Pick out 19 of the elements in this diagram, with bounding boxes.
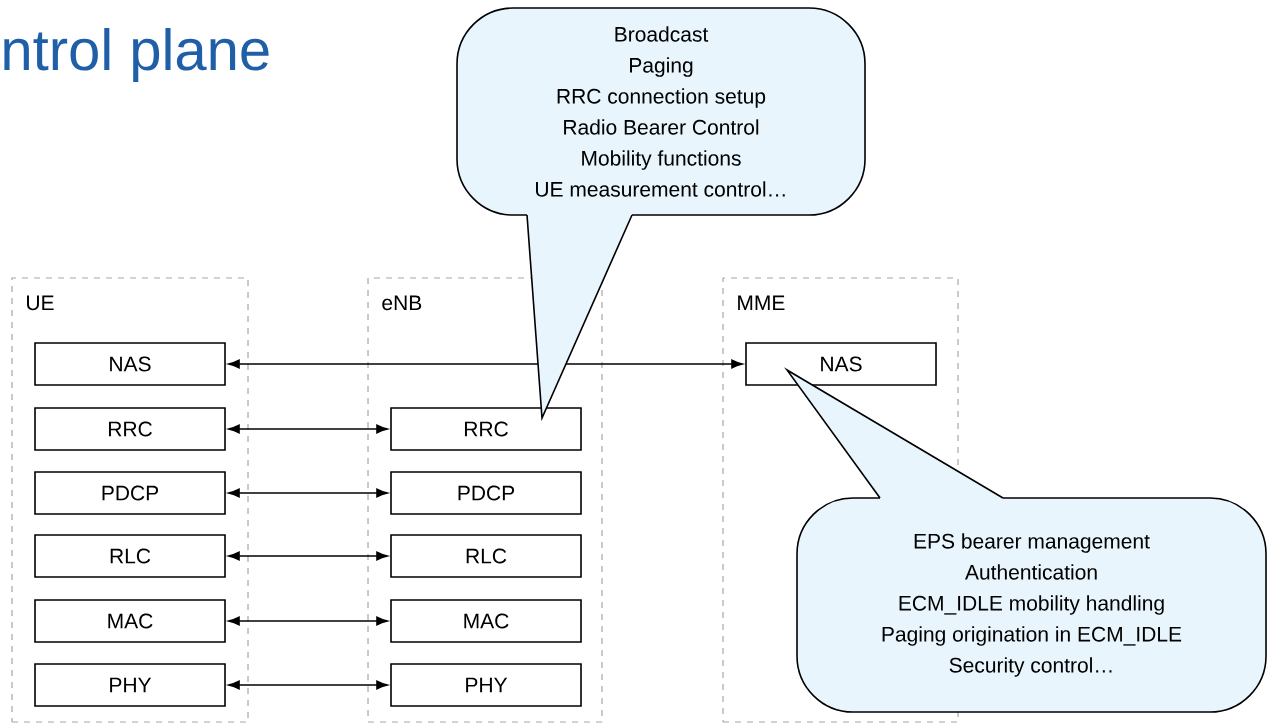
arrow	[228, 616, 388, 626]
arrow	[228, 488, 388, 498]
layer-box: RRC	[34, 407, 226, 451]
arrow	[228, 551, 388, 561]
layer-box: RRC	[390, 407, 582, 451]
arrow	[228, 680, 388, 690]
layer-box: RLC	[34, 534, 226, 578]
layer-box: RLC	[390, 534, 582, 578]
layer-box: NAS	[745, 342, 937, 386]
layer-box: MAC	[390, 599, 582, 643]
layer-box: MAC	[34, 599, 226, 643]
layer-box: PDCP	[390, 471, 582, 515]
arrow	[228, 424, 388, 434]
layer-box: NAS	[34, 342, 226, 386]
layer-box: PHY	[34, 663, 226, 707]
arrow	[228, 359, 743, 369]
layer-box: PDCP	[34, 471, 226, 515]
layer-box: PHY	[390, 663, 582, 707]
title: ntrol plane	[4, 27, 269, 83]
